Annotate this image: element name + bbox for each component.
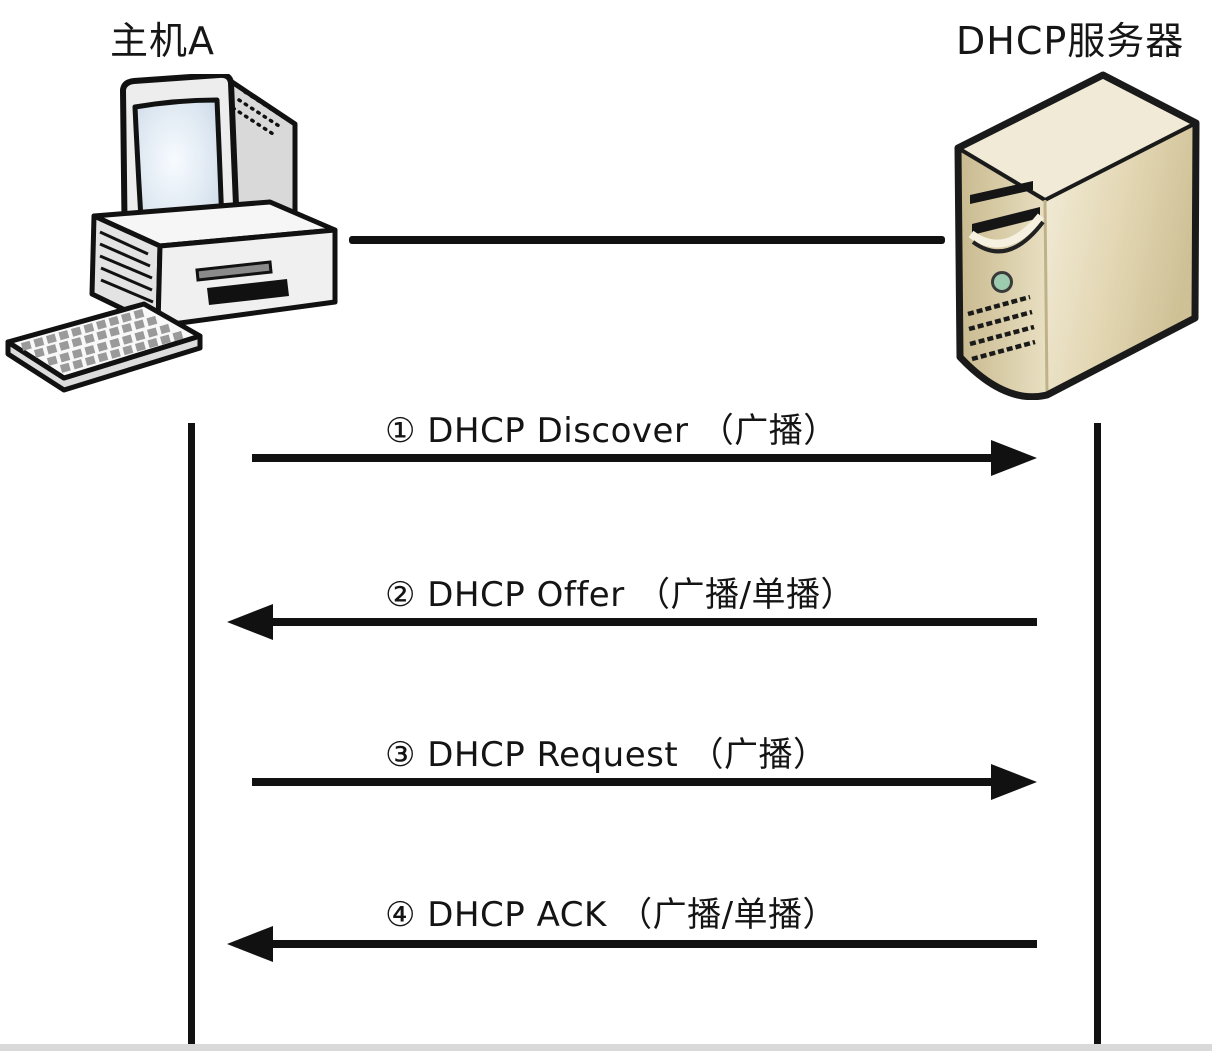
desktop-computer-icon xyxy=(5,74,338,393)
message-2-arrow xyxy=(227,604,1037,640)
bottom-border xyxy=(0,1044,1212,1051)
message-4-label: ④ DHCP ACK （广播/单播） xyxy=(385,895,838,935)
message-4-arrow xyxy=(227,926,1037,962)
host-label: 主机A xyxy=(110,19,215,63)
host-lifeline xyxy=(188,423,195,1051)
message-3-label: ③ DHCP Request （广播） xyxy=(385,735,828,775)
server-label: DHCP服务器 xyxy=(956,19,1185,63)
network-link-line xyxy=(349,236,945,244)
server-tower-icon xyxy=(954,71,1200,400)
server-lifeline xyxy=(1094,423,1101,1051)
message-1-label: ① DHCP Discover （广播） xyxy=(385,411,838,451)
message-3-arrow xyxy=(252,764,1037,800)
message-2-label: ② DHCP Offer （广播/单播） xyxy=(385,575,855,615)
message-1-arrow xyxy=(252,440,1037,476)
